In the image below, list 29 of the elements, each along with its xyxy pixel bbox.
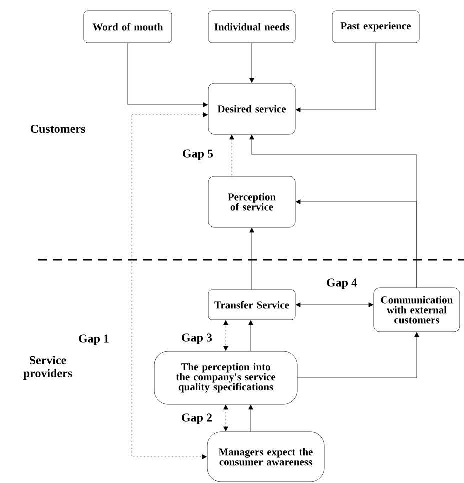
section-label: Customers [30, 124, 86, 134]
gap-label: Gap 3 [180, 332, 214, 346]
rounded-box: Transfer Service [208, 290, 296, 320]
gap-label: Gap 1 [78, 334, 110, 346]
arrow [250, 228, 254, 290]
arrow [132, 112, 208, 460]
gap-label: Gap 4 [326, 278, 358, 290]
arrow [296, 302, 374, 308]
gap-label: Gap 2 [180, 412, 214, 426]
arrow [128, 43, 208, 108]
rounded-box: Communication with external customers [374, 288, 460, 332]
arrow [248, 320, 254, 352]
section-label: Service providers [24, 356, 72, 380]
arrow [298, 332, 420, 378]
arrow [296, 43, 376, 112]
rounded-box: Word of mouth [84, 10, 172, 44]
rounded-box: Desired service [208, 83, 296, 135]
rounded-box: The perception into the company's service quality specifications [154, 351, 298, 405]
arrow [296, 200, 418, 288]
rounded-box: Managers expect the consumer awareness [207, 432, 325, 482]
rounded-box: Perception of service [208, 176, 296, 228]
arrow [224, 320, 228, 352]
arrow [230, 134, 234, 176]
rounded-box: Past experience [332, 10, 420, 44]
rounded-box: Individual needs [208, 10, 296, 44]
arrow [250, 43, 254, 84]
arrow [224, 404, 228, 432]
arrow [248, 404, 254, 432]
gap-label: Gap 5 [182, 148, 214, 162]
